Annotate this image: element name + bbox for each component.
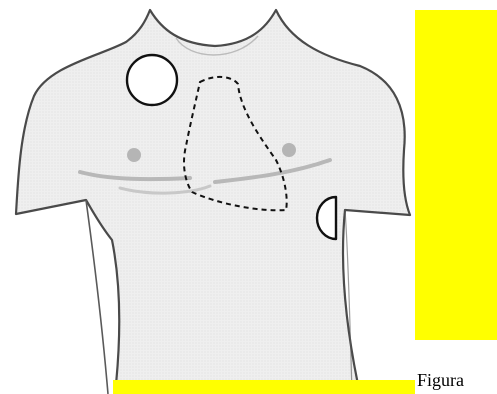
figure-caption: Figura <box>417 368 464 392</box>
left-nipple <box>127 148 141 162</box>
right-paddle-electrode <box>127 55 177 105</box>
highlight-panel <box>415 10 497 340</box>
right-nipple <box>282 143 296 157</box>
highlight-strip <box>113 380 415 394</box>
